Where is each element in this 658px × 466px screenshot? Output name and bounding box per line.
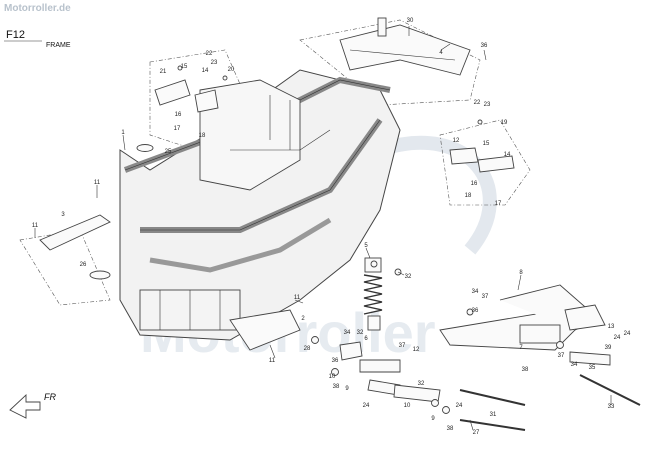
callout-32-lower: 32 xyxy=(418,381,425,387)
callout-12-mid: 12 xyxy=(413,347,420,353)
callout-11-mid: 11 xyxy=(294,295,301,301)
callout-22-right: 22 xyxy=(474,100,481,106)
callout-34-right: 34 xyxy=(571,362,578,368)
footrest-right xyxy=(449,119,515,173)
callout-24-far-right: 24 xyxy=(624,331,631,337)
callout-22: 22 xyxy=(206,51,213,57)
callout-1: 1 xyxy=(121,130,125,136)
direction-label: FR xyxy=(44,392,56,402)
callout-26: 26 xyxy=(80,262,87,268)
callout-23-right: 23 xyxy=(484,102,491,108)
main-frame xyxy=(119,69,401,341)
callout-25: 25 xyxy=(165,149,172,155)
callout-17: 17 xyxy=(174,126,181,132)
callout-36: 36 xyxy=(481,43,488,49)
callout-11-bottom: 11 xyxy=(269,358,276,364)
figure-title: FRAME xyxy=(46,42,71,49)
callout-24-right: 24 xyxy=(614,335,621,341)
callout-14: 14 xyxy=(202,68,209,74)
footrest-left xyxy=(154,65,228,113)
callout-2: 2 xyxy=(301,316,305,322)
stand-bracket xyxy=(229,309,301,359)
callout-10-left: 10 xyxy=(329,374,336,380)
callout-10-bottom: 10 xyxy=(404,403,411,409)
callout-11-left: 11 xyxy=(32,223,39,229)
watermark-swoosh xyxy=(377,135,497,255)
callout-38-left: 38 xyxy=(333,384,340,390)
callout-11-top: 11 xyxy=(94,180,101,186)
callout-21: 21 xyxy=(160,69,167,75)
callout-38-bottom: 38 xyxy=(447,426,454,432)
callout-32-left: 32 xyxy=(357,330,364,336)
callout-numbers: 30 4 36 22 21 15 23 14 20 16 17 18 22 23… xyxy=(32,18,631,436)
callout-15: 15 xyxy=(181,64,188,70)
callout-18: 18 xyxy=(199,133,206,139)
callout-30: 30 xyxy=(407,18,414,24)
callout-3: 3 xyxy=(61,212,65,218)
callout-37-mid: 37 xyxy=(399,343,406,349)
callout-17-right: 17 xyxy=(495,201,502,207)
callout-38-right: 38 xyxy=(522,367,529,373)
callout-24-bottom: 24 xyxy=(456,403,463,409)
callout-9-bottom: 9 xyxy=(431,416,435,422)
callout-12: 12 xyxy=(453,138,460,144)
site-watermark: Motorroller.de xyxy=(4,3,71,14)
leader-lines xyxy=(34,26,612,431)
callout-19: 19 xyxy=(501,120,508,126)
callout-36-left: 36 xyxy=(332,358,339,364)
callout-28: 28 xyxy=(304,346,311,352)
callout-36-right: 36 xyxy=(472,308,479,314)
callout-34-left: 34 xyxy=(344,330,351,336)
bracket-group-right-outline xyxy=(439,119,531,206)
callout-4: 4 xyxy=(439,50,443,56)
callout-24-left: 24 xyxy=(363,403,370,409)
callout-39: 39 xyxy=(605,345,612,351)
callout-27: 27 xyxy=(473,430,480,436)
callout-15-right: 15 xyxy=(483,141,490,147)
callout-23: 23 xyxy=(211,60,218,66)
callout-16-right: 16 xyxy=(471,181,478,187)
callout-18-right: 18 xyxy=(465,193,472,199)
callout-13: 13 xyxy=(608,324,615,330)
callout-37-right: 37 xyxy=(558,353,565,359)
callout-14-right: 14 xyxy=(504,152,511,158)
callout-7: 7 xyxy=(519,345,523,351)
shock-absorber xyxy=(363,257,383,331)
callout-37-upper: 37 xyxy=(482,294,489,300)
callout-35: 35 xyxy=(589,365,596,371)
callout-5: 5 xyxy=(364,243,368,249)
callout-31: 31 xyxy=(490,412,497,418)
front-bracket xyxy=(39,144,154,280)
front-direction-arrow: FR xyxy=(9,392,56,419)
front-bracket-group-outline xyxy=(19,229,111,306)
rear-carrier xyxy=(339,17,471,76)
callout-20: 20 xyxy=(228,67,235,73)
figure-code: F12 xyxy=(6,29,25,41)
callout-32-upper: 32 xyxy=(405,274,412,280)
callout-6: 6 xyxy=(364,336,368,342)
callout-9-left: 9 xyxy=(345,386,349,392)
callout-8-right: 8 xyxy=(519,270,523,276)
callout-16: 16 xyxy=(175,112,182,118)
callout-33: 33 xyxy=(608,404,615,410)
engine-mount-arm xyxy=(439,284,606,351)
callout-34-upper: 34 xyxy=(472,289,479,295)
